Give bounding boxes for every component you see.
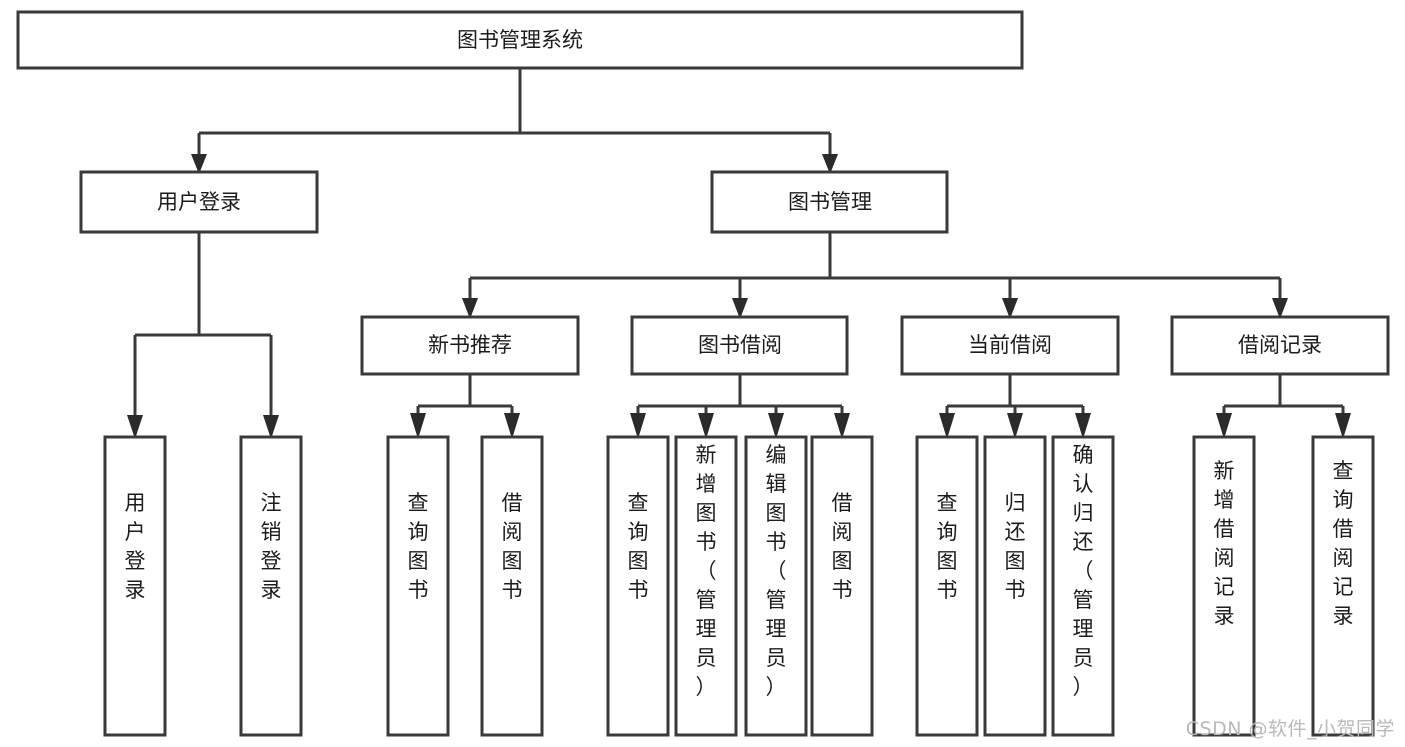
node-leaf-user-logout-box[interactable] [239,435,303,737]
arrow-to-leaf-return-book [1007,413,1023,439]
arrow-to-leaf-query-borrow-record [1335,413,1351,439]
node-book-manage-box[interactable] [710,170,949,234]
node-leaf-query-borrow-record-box[interactable] [1311,435,1375,737]
node-current-borrow-box[interactable] [900,315,1120,376]
node-borrow-record-label: 借阅记录 [1238,333,1322,357]
node-leaf-query-book-borrow-label: 查询图书 [628,491,649,602]
node-book-borrow-box[interactable] [630,315,849,376]
node-book-borrow[interactable]: 图书借阅 [630,315,849,376]
arrow-to-leaf-add-borrow-record [1216,413,1232,439]
node-leaf-add-book-admin-box[interactable] [674,435,738,737]
arrow-to-leaf-query-book-current [939,413,955,439]
node-current-borrow-label: 当前借阅 [968,333,1052,357]
node-leaf-query-book-borrow-box[interactable] [606,435,670,737]
node-leaf-add-book-admin-label: 新增图书（管理员） [696,443,717,699]
node-leaf-confirm-return-admin-label: 确认归还（管理员） [1073,443,1094,699]
node-leaf-query-borrow-record[interactable]: 查询借阅记录 [1311,435,1375,737]
arrow-to-book-manage [822,154,838,174]
node-leaf-user-login-label: 用户登录 [125,491,146,602]
node-leaf-query-book-current-label: 查询图书 [937,491,958,602]
node-leaf-user-login-box[interactable] [103,435,167,737]
node-leaf-add-borrow-record[interactable]: 新增借阅记录 [1192,435,1256,737]
node-leaf-borrow-book-label: 借阅图书 [832,491,853,602]
arrow-to-new-book-recommend [462,298,478,319]
node-root[interactable]: 图书管理系统 [16,10,1024,70]
node-book-manage[interactable]: 图书管理 [710,170,949,234]
node-leaf-return-book-box[interactable] [983,435,1047,737]
node-leaf-query-book-recommend-box[interactable] [386,435,450,737]
node-leaf-user-login[interactable]: 用户登录 [103,435,167,737]
node-leaf-borrow-book-box[interactable] [810,435,874,737]
node-user-login-label: 用户登录 [157,190,241,214]
node-new-book-recommend[interactable]: 新书推荐 [360,315,580,376]
arrow-to-leaf-user-login [127,415,143,439]
node-leaf-add-borrow-record-label: 新增借阅记录 [1214,459,1235,628]
node-root-label: 图书管理系统 [457,28,583,52]
node-leaf-add-borrow-record-box[interactable] [1192,435,1256,737]
arrow-to-leaf-borrow-book [834,413,850,439]
node-leaf-user-logout-label: 注销登录 [261,491,282,602]
arrow-to-user-login [191,154,207,174]
node-current-borrow[interactable]: 当前借阅 [900,315,1120,376]
connectors-layer [127,68,1351,439]
arrow-to-current-borrow [1002,298,1018,319]
node-leaf-add-book-admin[interactable]: 新增图书（管理员） [674,435,738,737]
node-leaf-edit-book-admin-label: 编辑图书（管理员） [766,443,787,699]
arrow-to-book-borrow [732,298,748,319]
node-leaf-edit-book-admin[interactable]: 编辑图书（管理员） [744,435,808,737]
node-leaf-borrow-book-recommend-box[interactable] [480,435,544,737]
node-leaf-return-book[interactable]: 归还图书 [983,435,1047,737]
node-leaf-query-book-recommend[interactable]: 查询图书 [386,435,450,737]
node-leaf-user-logout[interactable]: 注销登录 [239,435,303,737]
node-leaf-query-book-recommend-label: 查询图书 [408,491,429,602]
arrow-to-leaf-add-book-admin [698,413,714,439]
node-leaf-confirm-return-admin-box[interactable] [1051,435,1115,737]
node-leaf-return-book-label: 归还图书 [1005,491,1026,602]
node-new-book-recommend-label: 新书推荐 [428,333,512,357]
arrow-to-leaf-edit-book-admin [768,413,784,439]
csdn-watermark: CSDN @软件_小贺同学 [1185,718,1395,740]
node-new-book-recommend-box[interactable] [360,315,580,376]
arrow-to-leaf-confirm-return-admin [1075,413,1091,439]
node-leaf-query-borrow-record-label: 查询借阅记录 [1333,459,1354,628]
node-leaf-query-book-current[interactable]: 查询图书 [915,435,979,737]
nodes-layer: 图书管理系统 用户登录 图书管理 新书推荐 图书借阅 [16,10,1390,737]
arrow-to-leaf-user-logout [263,415,279,439]
node-book-borrow-label: 图书借阅 [698,333,782,357]
node-leaf-borrow-book-recommend[interactable]: 借阅图书 [480,435,544,737]
node-root-box[interactable] [16,10,1024,70]
arrow-to-leaf-query-book-recommend [410,413,426,439]
node-borrow-record-box[interactable] [1170,315,1390,376]
node-user-login[interactable]: 用户登录 [79,170,319,234]
node-leaf-borrow-book-recommend-label: 借阅图书 [502,491,523,602]
node-leaf-borrow-book[interactable]: 借阅图书 [810,435,874,737]
node-leaf-query-book-current-box[interactable] [915,435,979,737]
node-leaf-edit-book-admin-box[interactable] [744,435,808,737]
node-book-manage-label: 图书管理 [788,190,872,214]
node-leaf-confirm-return-admin[interactable]: 确认归还（管理员） [1051,435,1115,737]
arrow-to-borrow-record [1272,298,1288,319]
node-user-login-box[interactable] [79,170,319,234]
arrow-to-leaf-query-book-borrow [630,413,646,439]
arrow-to-leaf-borrow-book-recommend [504,413,520,439]
node-borrow-record[interactable]: 借阅记录 [1170,315,1390,376]
node-leaf-query-book-borrow[interactable]: 查询图书 [606,435,670,737]
